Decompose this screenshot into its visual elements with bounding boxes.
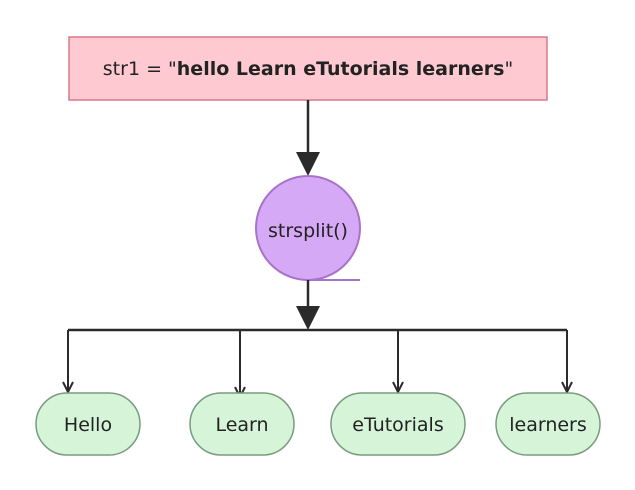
output-label: eTutorials xyxy=(352,414,443,436)
output-pill xyxy=(330,392,466,456)
source-label: str1 = "hello Learn eTutorials learners" xyxy=(103,58,513,80)
source-value: hello Learn eTutorials learners xyxy=(177,58,505,80)
arrowhead-down-icon xyxy=(296,306,320,330)
output-node: eTutorials xyxy=(330,330,466,456)
output-nodes: Hello Learn eTutorials learners xyxy=(35,330,601,456)
source-prefix: str1 = " xyxy=(103,58,177,80)
arrowhead-down-icon xyxy=(561,381,573,395)
source-box xyxy=(68,36,548,101)
function-label: strsplit() xyxy=(268,220,348,242)
arrowhead-down-icon xyxy=(392,381,404,395)
connector-function-to-branches xyxy=(68,280,567,332)
output-label: learners xyxy=(509,414,587,436)
arrowhead-down-icon xyxy=(296,152,320,176)
arrowhead-down-icon xyxy=(62,381,74,395)
function-node: strsplit() xyxy=(255,175,361,281)
output-node: Hello xyxy=(35,330,141,456)
output-node: Learn xyxy=(189,330,295,456)
source-node: str1 = "hello Learn eTutorials learners" xyxy=(68,36,548,101)
output-node: learners xyxy=(495,330,601,456)
source-suffix: " xyxy=(504,58,513,80)
output-label: Hello xyxy=(64,414,112,436)
output-pill xyxy=(495,392,601,456)
output-label: Learn xyxy=(215,414,268,436)
output-pill xyxy=(35,392,141,456)
connector-source-to-function xyxy=(296,100,320,176)
output-pill xyxy=(189,392,295,456)
